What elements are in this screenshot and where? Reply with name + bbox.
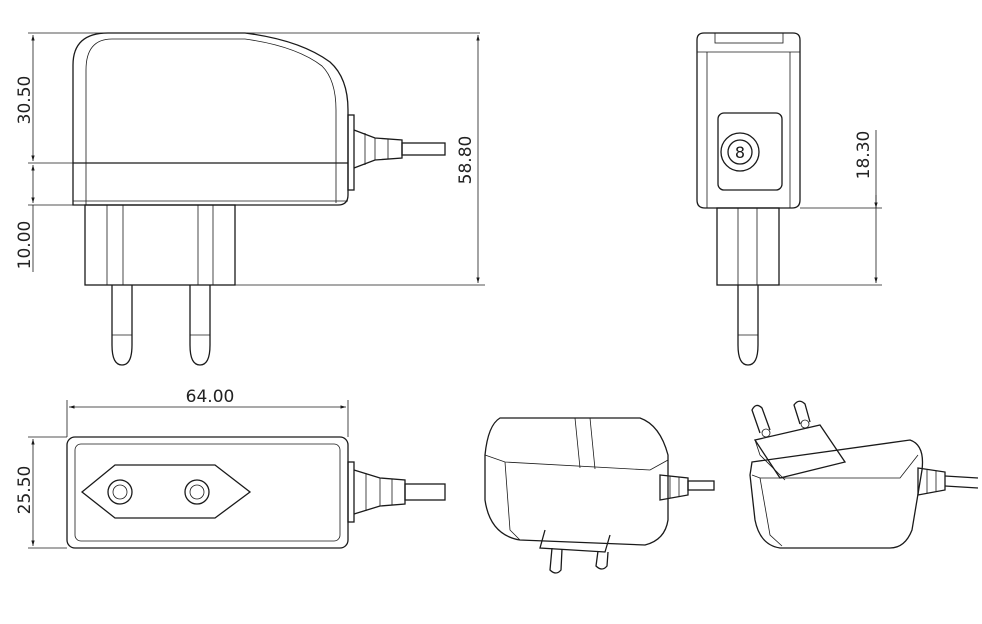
dim-base-height: 10.00 bbox=[15, 221, 35, 270]
dim-total-height: 58.80 bbox=[456, 136, 476, 185]
front-view-dimensions: 30.50 10.00 58.80 bbox=[15, 32, 485, 286]
bottom-view-dimensions: 64.00 25.50 bbox=[15, 387, 349, 549]
dim-length: 64.00 bbox=[186, 387, 235, 407]
isometric-view-front bbox=[484, 417, 715, 574]
dim-top-height: 30.50 bbox=[15, 76, 35, 125]
dc-connector-icon bbox=[720, 132, 760, 172]
side-view: 8 bbox=[696, 32, 801, 366]
svg-text:8: 8 bbox=[735, 143, 745, 162]
front-view bbox=[72, 32, 446, 366]
side-view-dimensions: 18.30 bbox=[779, 130, 882, 286]
dim-width: 25.50 bbox=[15, 466, 35, 515]
isometric-view-back bbox=[749, 400, 979, 549]
dim-side-offset: 18.30 bbox=[854, 131, 874, 180]
bottom-view bbox=[66, 436, 446, 549]
